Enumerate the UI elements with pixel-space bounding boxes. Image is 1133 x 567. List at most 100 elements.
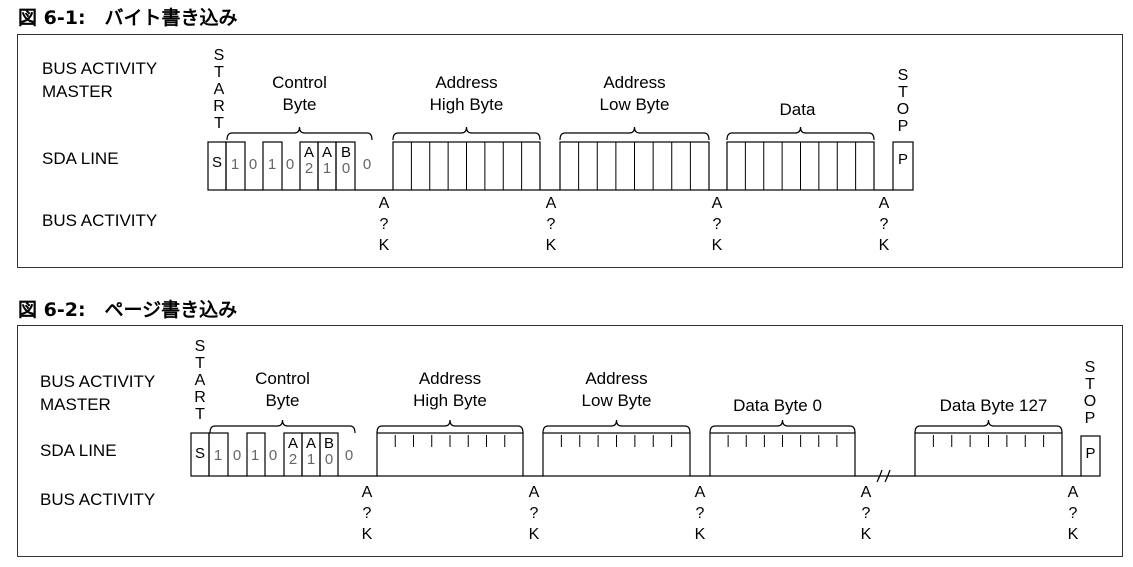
fig1-ack-label: A: [379, 195, 390, 212]
fig2-row-label: BUS ACTIVITY: [40, 372, 155, 391]
fig2-start-label: T: [195, 406, 205, 423]
fig1-ack-label: ?: [547, 216, 556, 233]
fig1-row-label: SDA LINE: [42, 149, 119, 168]
fig1-control-bit: 1: [268, 156, 276, 173]
fig2-group-brace: [209, 419, 356, 434]
fig1-ack-label: ?: [713, 216, 722, 233]
fig1-start-label: A: [214, 81, 225, 98]
fig1-row-label: BUS ACTIVITY: [42, 211, 157, 230]
fig1-control-bit: 2: [305, 160, 313, 177]
fig2-ack-label: A: [362, 484, 373, 501]
fig1-group-label: Control: [272, 73, 327, 92]
fig2-control-bit: A: [288, 435, 298, 452]
fig2-ack-label: A: [861, 484, 872, 501]
fig1-group-label: Address: [435, 73, 497, 92]
fig1-row-label: MASTER: [42, 82, 113, 101]
fig1-stop-bit-box: [892, 141, 914, 191]
fig2-ack-label: K: [529, 526, 540, 543]
fig1-group-label: Byte: [282, 95, 316, 114]
fig1-stop-bit: P: [898, 151, 908, 168]
fig2-group-label: Byte: [265, 391, 299, 410]
fig2-stop-label: S: [1085, 359, 1096, 376]
fig2-control-bit-box: [319, 432, 339, 477]
fig1-stop-label: T: [898, 84, 908, 101]
fig1-ack-label: ?: [380, 216, 389, 233]
fig2-byte-block: [376, 432, 524, 477]
fig1-control-bit: 0: [363, 156, 371, 173]
fig2-group-label: High Byte: [413, 391, 487, 410]
fig1-ack-label: ?: [880, 216, 889, 233]
fig2-control-bit-box: [208, 432, 229, 477]
fig2-ack-label: K: [1068, 526, 1079, 543]
fig2-control-bit: 1: [214, 447, 222, 464]
fig2-ack-label: A: [529, 484, 540, 501]
fig2-stop-label: T: [1085, 376, 1095, 393]
fig2-control-bit: 1: [251, 447, 259, 464]
fig2-control-bit: 0: [345, 447, 353, 464]
fig1-stop-label: O: [897, 101, 909, 118]
fig2-ack-label: A: [1068, 484, 1079, 501]
fig1-start-label: S: [214, 47, 225, 64]
fig1-control-bit: 0: [249, 156, 257, 173]
fig2-byte-block: [914, 432, 1063, 477]
fig1-ack-label: K: [879, 237, 890, 254]
fig2-control-bit: 2: [289, 451, 297, 468]
fig2-control-bit: 1: [307, 451, 315, 468]
fig1-control-bit-box: [262, 141, 283, 191]
fig2-start-label: R: [194, 389, 206, 406]
fig2-ack-label: ?: [862, 505, 871, 522]
fig1-stop-label: S: [898, 67, 909, 84]
fig2-stop-label: P: [1085, 410, 1096, 427]
fig1-control-bit: B: [341, 144, 351, 161]
fig1-start-label: R: [213, 98, 225, 115]
fig2-control-bit: 0: [233, 447, 241, 464]
fig2-control-bit-box: [246, 432, 266, 477]
fig1-group-brace: [559, 126, 710, 141]
fig1-group-brace: [226, 126, 373, 141]
fig1-start-bit: S: [212, 154, 222, 171]
fig1-stop-label: P: [898, 118, 909, 135]
figure-6-2-title: 図 6-2: ページ書き込み: [18, 299, 238, 321]
fig2-byte-block: [709, 432, 856, 477]
fig1-row-label: BUS ACTIVITY: [42, 59, 157, 78]
fig2-group-label: Control: [255, 369, 310, 388]
fig2-ack-label: K: [695, 526, 706, 543]
fig2-row-label: MASTER: [40, 395, 111, 414]
fig1-ack-label: K: [546, 237, 557, 254]
fig2-control-bit: B: [324, 435, 334, 452]
fig1-control-bit: 1: [231, 156, 239, 173]
fig1-control-bit-box: [225, 141, 246, 191]
fig2-control-bit: A: [306, 435, 316, 452]
fig2-control-bit: 0: [325, 451, 333, 468]
fig2-byte-block: [542, 432, 691, 477]
fig2-group-brace: [376, 419, 524, 434]
fig2-group-brace: [914, 419, 1063, 434]
fig2-stop-bit: P: [1085, 445, 1095, 462]
fig1-control-bit-box: [335, 141, 356, 191]
fig2-group-brace: [709, 419, 856, 434]
fig1-group-label: Address: [603, 73, 665, 92]
fig1-group-brace: [392, 126, 541, 141]
figure-6-2-frame: [17, 325, 1123, 557]
fig2-start-bit: S: [195, 445, 205, 462]
fig2-start-label: T: [195, 355, 205, 372]
fig1-control-bit: A: [322, 144, 332, 161]
fig2-ack-label: A: [695, 484, 706, 501]
fig1-ack-label: K: [379, 237, 390, 254]
fig1-control-bit: 1: [323, 160, 331, 177]
fig2-group-label: Address: [585, 369, 647, 388]
fig1-control-bit: 0: [342, 160, 350, 177]
fig1-control-bit: 0: [286, 156, 294, 173]
fig1-group-label: Low Byte: [600, 95, 670, 114]
fig2-start-label: S: [195, 338, 206, 355]
fig2-row-label: BUS ACTIVITY: [40, 490, 155, 509]
fig1-ack-label: A: [712, 195, 723, 212]
fig2-ack-label: ?: [363, 505, 372, 522]
fig2-start-label: A: [195, 372, 206, 389]
fig1-control-bit: A: [304, 144, 314, 161]
fig2-ack-label: ?: [696, 505, 705, 522]
fig1-ack-label: A: [546, 195, 557, 212]
fig2-ack-label: K: [362, 526, 373, 543]
fig2-group-label: Low Byte: [582, 391, 652, 410]
fig2-stop-bit-box: [1080, 435, 1101, 477]
